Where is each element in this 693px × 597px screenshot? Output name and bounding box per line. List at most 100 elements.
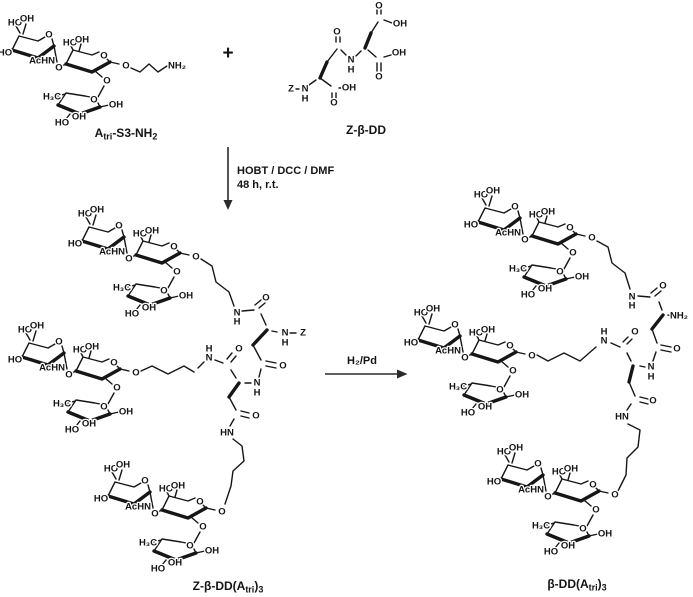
atom-label: O: [659, 281, 666, 292]
atri-right-2-atom-label: OH: [426, 304, 440, 315]
atom-label: H: [601, 327, 608, 338]
atom-label: N: [601, 336, 608, 347]
atri-right-3-atom-label: OH: [561, 541, 575, 552]
atri-left-2-atom-label: O: [65, 370, 72, 381]
atom-label: H: [282, 338, 289, 349]
atom-label: O: [333, 27, 340, 38]
atri-left-3-atom-label: OH: [116, 460, 130, 471]
atom-label: NH₂: [168, 61, 186, 72]
atom-label: H: [648, 372, 655, 383]
atri-left-2-atom-label: O: [132, 368, 139, 379]
atri-left-1-atom-label: O: [173, 267, 180, 278]
atri-top-left-atom-label: O: [55, 63, 62, 74]
arrow-right-head: [397, 369, 408, 379]
atri-right-2-atom-label: HO: [461, 408, 475, 419]
atri-left-3-atom-label: O: [141, 476, 148, 487]
atri-top-left-atom-label: O: [103, 76, 110, 87]
bond-tl-linker: [130, 63, 168, 73]
atri-right-2-atom-label: OH: [515, 390, 529, 401]
reagents-step1-line1: HOBT / DCC / DMF: [237, 165, 334, 177]
atri-left-3-atom-label: OH: [168, 558, 182, 569]
arrow-down-head: [223, 200, 233, 210]
atri-top-left-atom-label: O: [45, 30, 52, 41]
atri-right-1-atom-label: HO: [464, 220, 478, 231]
atri-top-left-atom-label: HO: [8, 18, 22, 29]
atri-left-3-atom-label: OH: [205, 546, 219, 557]
atri-left-3-atom-label: O: [218, 507, 225, 518]
atri-left-2-atom-label: OH: [82, 419, 96, 430]
atri-top-left-atom-label: OH: [75, 35, 89, 46]
atri-right-3-atom-label: AcHN: [518, 485, 544, 496]
atri-left-1-atom-label: HO: [133, 229, 147, 240]
atri-top-left-atom-label: OH: [20, 14, 34, 25]
atri-left-3-atom-label: O: [199, 522, 206, 533]
atri-left-1-atom-label: OH: [90, 205, 104, 216]
atom-label: N: [282, 328, 289, 339]
atom-label: N: [302, 84, 309, 95]
atri-right-3-atom-label: OH: [564, 464, 578, 475]
atri-right-2-atom-label: O: [461, 353, 468, 364]
wedge-zbdd: [318, 31, 373, 80]
atri-left-3-atom-label: O: [196, 497, 203, 508]
atri-left-3-atom-label: HO: [151, 564, 165, 575]
atri-left-2-atom-label: OH: [119, 407, 133, 418]
atri-right-2-atom-label: O: [509, 366, 516, 377]
atom-label: N: [629, 292, 636, 303]
atom-label: OH: [392, 48, 406, 59]
atom-label: O: [673, 344, 680, 355]
atom-label: NH₂: [670, 311, 688, 322]
atri-right-2-atom-label: HO: [414, 308, 428, 319]
atom-label: Z: [288, 84, 294, 95]
atri-right-3-atom-label: O: [589, 480, 596, 491]
atom-label: OH: [342, 83, 356, 94]
atri-right-3-atom-label: HO: [544, 547, 558, 558]
atri-left-1-atom-label: HO: [125, 309, 139, 320]
atri-left-2-atom-label: HO: [65, 425, 79, 436]
atri-right-1-atom-label: OH: [575, 272, 589, 283]
atri-left-1-atom-label: OH: [145, 226, 159, 237]
atri-right-2-atom-label: OH: [481, 325, 495, 336]
atri-right-2-atom-label: AcHN: [435, 346, 461, 357]
atri-left-2-atom-label: O: [113, 383, 120, 394]
atri-right-2-atom-label: O: [496, 385, 503, 396]
reagents-step1-line2: 48 h, r.t.: [237, 179, 279, 191]
atri-right-3-atom-label: HO: [487, 477, 501, 488]
atri-right-1-atom-label: O: [569, 248, 576, 259]
atri-left-3-atom-label: OH: [171, 481, 185, 492]
atri-left-3-atom-label: O: [186, 541, 193, 552]
bond-core-left: [140, 258, 297, 505]
plus-sign: +: [222, 43, 233, 64]
atom-label: N: [648, 362, 655, 373]
atom-label: HN: [220, 428, 234, 439]
atri-left-2-atom-label: OH: [85, 342, 99, 353]
atom-label: O: [262, 293, 269, 304]
atri-right-3-atom-label: OH: [509, 443, 523, 454]
atri-left-3-atom-label: AcHN: [125, 502, 151, 513]
atri-left-3-atom-label: HO: [104, 464, 118, 475]
atri-right-1-atom-label: O: [556, 267, 563, 278]
atri-left-1-atom-label: HO: [68, 239, 82, 250]
atri-right-2-atom-label: HO: [404, 338, 418, 349]
atri-left-1-atom-label: O: [115, 221, 122, 232]
atri-right-3-atom-label: O: [579, 524, 586, 535]
atri-top-left-atom-label: AcHN: [29, 56, 55, 67]
atri-left-3-atom-label: O: [151, 509, 158, 520]
atri-left-2-atom-label: HO: [8, 355, 22, 366]
atom-label: N: [234, 308, 241, 319]
atri-right-3-atom-label: HO: [497, 447, 511, 458]
atom-label: O: [631, 327, 638, 338]
arrow-right: [325, 369, 408, 379]
atri-right-3-atom-label: HO: [552, 467, 566, 478]
atom-label: N: [254, 378, 261, 389]
atri-right-2-atom-label: H₃C: [449, 382, 467, 393]
atom-label: O: [375, 1, 382, 12]
atri-left-1-atom-label: HO: [78, 209, 92, 220]
atri-right-3-atom-label: OH: [598, 529, 612, 540]
caption-reactant2: Z-β-DD: [346, 123, 386, 137]
atri-left-1-atom-label: O: [160, 286, 167, 297]
atri-left-3-atom-label: H₃C: [139, 538, 157, 549]
atri-left-1-atom-label: AcHN: [99, 247, 125, 258]
atri-left-1-atom-label: OH: [142, 303, 156, 314]
atom-label: H: [348, 65, 355, 76]
atri-left-1-atom-label: H₃C: [113, 283, 131, 294]
